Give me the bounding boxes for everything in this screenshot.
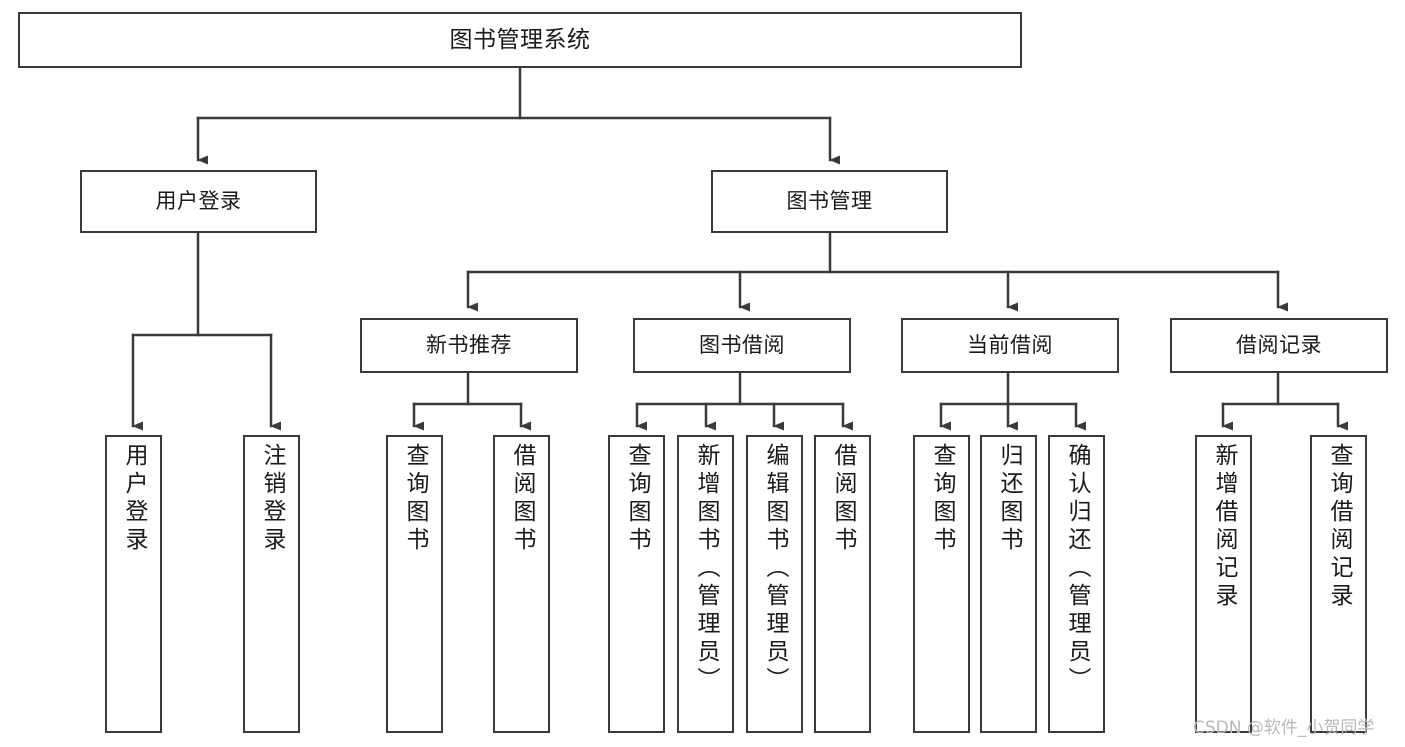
node-label: 新书推荐 bbox=[426, 333, 512, 358]
node-user-login[interactable]: 用户登录 bbox=[80, 170, 317, 233]
node-label: 归还图书 bbox=[996, 443, 1022, 555]
node-label: 用户登录 bbox=[155, 189, 242, 214]
node-label: 当前借阅 bbox=[967, 333, 1053, 358]
leaf-user-login[interactable]: 用户登录 bbox=[105, 435, 162, 733]
leaf-add-borrow-record[interactable]: 新增借阅记录 bbox=[1195, 435, 1252, 733]
node-label: 借阅记录 bbox=[1236, 333, 1322, 358]
leaf-query-borrow-record[interactable]: 查询借阅记录 bbox=[1310, 435, 1367, 733]
node-label: 注销登录 bbox=[259, 443, 285, 555]
node-label: 查询图书 bbox=[624, 443, 650, 555]
leaf-return-books[interactable]: 归还图书 bbox=[980, 435, 1037, 733]
node-label: 借阅图书 bbox=[509, 443, 535, 555]
node-label: 借阅图书 bbox=[830, 443, 856, 555]
node-label: 新增图书（管理员） bbox=[693, 443, 719, 695]
node-borrowing-records[interactable]: 借阅记录 bbox=[1170, 318, 1388, 373]
leaf-query-books-current[interactable]: 查询图书 bbox=[913, 435, 970, 733]
node-book-borrowing[interactable]: 图书借阅 bbox=[633, 318, 851, 373]
leaf-add-book-admin[interactable]: 新增图书（管理员） bbox=[677, 435, 734, 733]
node-new-book-recommendation[interactable]: 新书推荐 bbox=[360, 318, 578, 373]
leaf-borrow-books-borrow[interactable]: 借阅图书 bbox=[814, 435, 871, 733]
leaf-logout[interactable]: 注销登录 bbox=[243, 435, 300, 733]
leaf-confirm-return-admin[interactable]: 确认归还（管理员） bbox=[1048, 435, 1105, 733]
node-label: 查询借阅记录 bbox=[1326, 443, 1352, 611]
node-label: 确认归还（管理员） bbox=[1064, 443, 1090, 695]
node-label: 编辑图书（管理员） bbox=[762, 443, 788, 695]
node-label: 图书管理 bbox=[786, 189, 873, 214]
node-label: 查询图书 bbox=[929, 443, 955, 555]
node-label: 查询图书 bbox=[402, 443, 428, 555]
node-label: 图书管理系统 bbox=[449, 26, 591, 53]
node-label: 图书借阅 bbox=[699, 333, 785, 358]
leaf-borrow-books-newbook[interactable]: 借阅图书 bbox=[493, 435, 550, 733]
node-current-borrowing[interactable]: 当前借阅 bbox=[901, 318, 1119, 373]
node-book-management[interactable]: 图书管理 bbox=[711, 170, 948, 233]
leaf-query-books-newbook[interactable]: 查询图书 bbox=[386, 435, 443, 733]
node-label: 新增借阅记录 bbox=[1211, 443, 1237, 611]
leaf-query-books-borrow[interactable]: 查询图书 bbox=[608, 435, 665, 733]
leaf-edit-book-admin[interactable]: 编辑图书（管理员） bbox=[746, 435, 803, 733]
node-root-book-management-system[interactable]: 图书管理系统 bbox=[18, 12, 1022, 68]
node-label: 用户登录 bbox=[121, 443, 147, 555]
